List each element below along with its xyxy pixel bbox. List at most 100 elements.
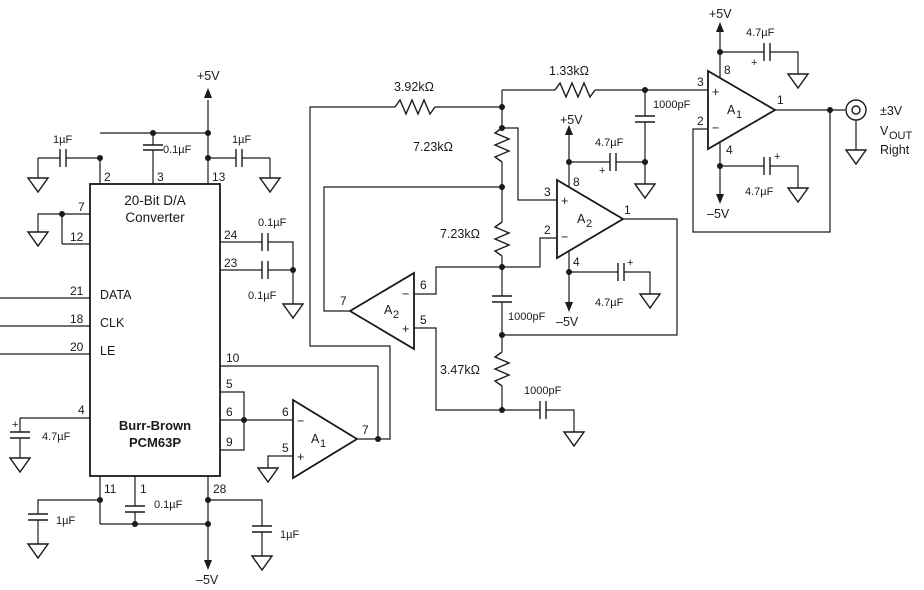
c47u-left-plus: + xyxy=(12,419,18,431)
r133-label: 1.33kΩ xyxy=(549,64,589,78)
vneg-dac-label: –5V xyxy=(196,573,219,587)
opamp-a1-out: A 1 + − 3 2 1 +5V 8 4.7µF + –5V 4 + 4.7µ… xyxy=(692,7,845,233)
pin10-label: 10 xyxy=(226,351,240,365)
ground-p24-23 xyxy=(281,303,305,320)
c47u-out-top-label: 4.7µF xyxy=(746,27,775,39)
dac-body xyxy=(89,183,221,477)
resistor-723k-top xyxy=(493,127,511,163)
a1-left-pin7: 7 xyxy=(362,423,369,437)
c47u-left-label: 4.7µF xyxy=(42,431,71,443)
a1-left-sub: 1 xyxy=(320,438,326,450)
c47u-out-bot-plus: + xyxy=(774,151,780,163)
vpos-dac-label: +5V xyxy=(197,69,220,83)
output-jack: ±3V V OUT Right xyxy=(844,99,913,166)
pin11-label: 11 xyxy=(104,482,117,496)
r347-label: 3.47kΩ xyxy=(440,363,480,377)
c47u-a2-bot-plus: + xyxy=(627,257,633,269)
ground-a2-bot xyxy=(638,293,662,310)
a1-out-sub: 1 xyxy=(736,109,742,121)
a1-left-name: A xyxy=(311,432,320,446)
out-side-label: Right xyxy=(880,143,910,157)
c1000p-mid-label: 1000pF xyxy=(508,311,546,323)
a2-mid-pin3: 3 xyxy=(544,185,551,199)
a1-out-pin8: 8 xyxy=(724,63,731,77)
r723-top-label: 7.23kΩ xyxy=(413,140,453,154)
resistor-347k xyxy=(493,351,511,387)
a2-left-pin6: 6 xyxy=(420,278,427,292)
c1000p-out-label: 1000pF xyxy=(653,99,691,111)
a2-left-plus: + xyxy=(402,322,409,336)
dac-chip: 20-Bit D/A Converter Burr-Brown PCM63P 2… xyxy=(0,158,378,500)
dac-title-line2: Converter xyxy=(125,210,185,225)
clk-signal-label: CLK xyxy=(100,316,125,330)
opamp-a2-mid: A 2 + − 3 2 1 +5V 8 4.7µF + –5V 4 + 4.7 xyxy=(499,113,678,336)
r392-network: 3.92kΩ 1.33kΩ 7.23kΩ 7.23kΩ 1000pF 3.47k… xyxy=(394,64,708,448)
a1-left-pin6: 6 xyxy=(282,405,289,419)
resistor-133k xyxy=(554,81,596,99)
pin4-label: 4 xyxy=(78,403,85,417)
jack-inner-pin xyxy=(851,105,861,115)
a2-mid-pin8: 8 xyxy=(573,175,580,189)
ground-out-bot xyxy=(786,187,810,204)
ground-topleft xyxy=(26,177,50,194)
a2-mid-pin4: 4 xyxy=(573,255,580,269)
pin2-label: 2 xyxy=(104,170,111,184)
vneg-a2-arrow xyxy=(565,302,573,312)
pin21-label: 21 xyxy=(70,284,84,298)
out-sub-label: OUT xyxy=(889,130,913,142)
c1u-botright-label: 1µF xyxy=(280,529,299,541)
opamp-a2-left: A 2 − + 6 5 7 xyxy=(323,186,502,411)
pin28-label: 28 xyxy=(213,482,227,496)
r392-label: 3.92kΩ xyxy=(394,80,434,94)
vneg-dac-arrow xyxy=(204,560,212,570)
pin9-label: 9 xyxy=(226,435,233,449)
pin3-label: 3 xyxy=(157,170,164,184)
a1-out-body xyxy=(707,69,777,151)
c1u-topright-label: 1µF xyxy=(232,134,251,146)
ground-topright xyxy=(258,177,282,194)
pin5-label: 5 xyxy=(226,377,233,391)
a2-mid-pin1: 1 xyxy=(624,203,631,217)
c47u-out-top-plus: + xyxy=(751,57,757,69)
vpos-out-arrow xyxy=(716,22,724,32)
a1-out-pin4: 4 xyxy=(726,143,733,157)
a2-left-minus: − xyxy=(402,287,409,301)
a1-left-body xyxy=(292,398,359,480)
c01u-bot-label: 0.1µF xyxy=(154,499,183,511)
a1-out-pin1: 1 xyxy=(777,93,784,107)
jack-outer-ring xyxy=(845,99,867,121)
a1-left-plus: + xyxy=(297,450,304,464)
ground-jack xyxy=(844,149,868,166)
a1-out-pin3: 3 xyxy=(697,75,704,89)
pin6-label: 6 xyxy=(226,405,233,419)
data-signal-label: DATA xyxy=(100,288,132,302)
dac-bottom-supply: 1µF 0.1µF –5V 1µF xyxy=(26,497,299,587)
ground-a2-top xyxy=(633,183,657,200)
a1-out-minus: − xyxy=(712,121,719,135)
vpos-out-label: +5V xyxy=(709,7,732,21)
a2-left-pin5: 5 xyxy=(420,313,427,327)
resistor-723k-mid xyxy=(493,221,511,257)
c1u-topleft-label: 1µF xyxy=(53,134,72,146)
opamp-a1-left: A 1 − + 6 5 7 xyxy=(241,106,395,484)
dac-title-line1: 20-Bit D/A xyxy=(124,193,186,208)
c01u-p24-label: 0.1µF xyxy=(258,217,287,229)
pin1-label: 1 xyxy=(140,482,147,496)
pin23-label: 23 xyxy=(224,256,238,270)
a2-mid-pin2: 2 xyxy=(544,223,551,237)
a1-out-name: A xyxy=(727,103,736,117)
dac-brand-line2: PCM63P xyxy=(129,435,181,450)
a2-mid-sub: 2 xyxy=(586,218,592,230)
a2-left-body xyxy=(348,271,415,351)
ground-botright xyxy=(250,555,274,572)
out-level-label: ±3V xyxy=(880,104,903,118)
vpos-a2-arrow xyxy=(565,125,573,135)
out-v-label: V xyxy=(880,124,889,138)
pin18-label: 18 xyxy=(70,312,84,326)
a2-left-sub: 2 xyxy=(393,309,399,321)
ground-pin7 xyxy=(26,231,50,248)
a2-mid-name: A xyxy=(577,212,586,226)
vneg-a2-label: –5V xyxy=(556,315,579,329)
le-signal-label: LE xyxy=(100,344,115,358)
